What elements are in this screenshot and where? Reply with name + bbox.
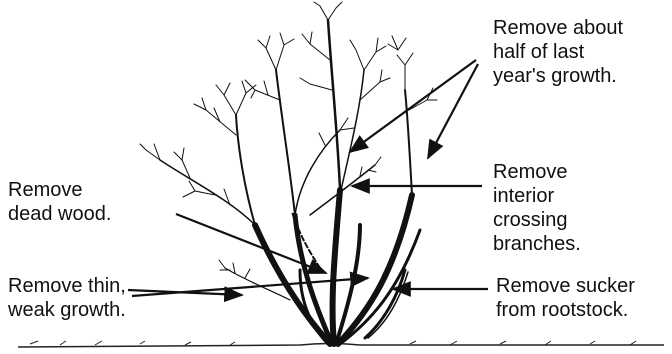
label-thin-weak: Remove thin, weak growth. <box>7 275 131 321</box>
shrub-canes <box>160 20 420 344</box>
arrow-half-growth-1 <box>350 60 476 152</box>
label-dead-wood: Remove dead wood. <box>8 179 111 225</box>
label-sucker: Remove sucker from rootstock. <box>496 275 641 321</box>
label-half-growth: Remove about half of last year's growth. <box>493 17 629 87</box>
arrow-dead-wood <box>176 214 326 273</box>
label-interior-crossing: Remove interior crossing branches. <box>493 161 581 255</box>
pointer-arrows <box>128 60 488 296</box>
